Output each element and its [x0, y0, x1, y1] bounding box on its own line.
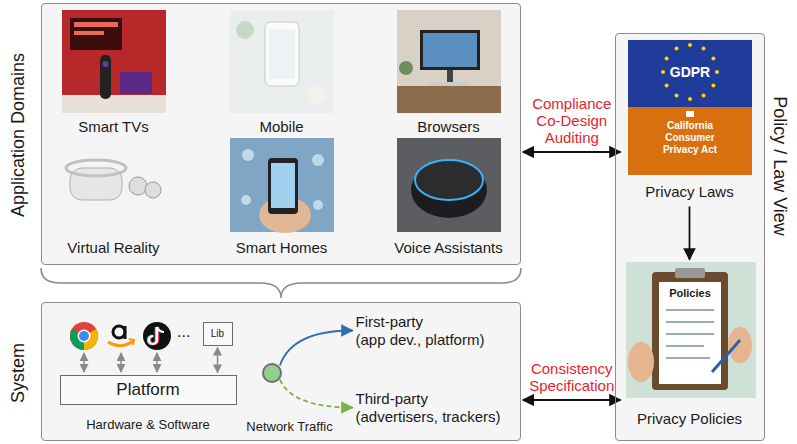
- domain-tile: Voice Assistants: [389, 138, 509, 260]
- party-detail: (app dev., platform): [356, 331, 485, 349]
- caption: Virtual Reality: [54, 239, 174, 257]
- party-detail: (advertisers, trackers): [356, 408, 501, 426]
- image-text: Policies: [659, 287, 721, 300]
- connector-label: Consistency Specification: [526, 360, 618, 394]
- privacy-policy-image: [626, 262, 756, 398]
- party-heading: First-party: [356, 313, 485, 331]
- connector-arrow: [523, 151, 621, 153]
- party-text: First-party(app dev., platform): [356, 313, 485, 349]
- smart-home-photo: [230, 138, 334, 233]
- domain-tile: Smart TVs: [54, 10, 174, 138]
- box-label: Lib: [211, 328, 224, 339]
- domain-tile: Mobile: [222, 10, 342, 138]
- image-text: California Consumer Privacy Act: [648, 120, 732, 156]
- connector-arrow: [689, 207, 691, 260]
- layer-caption: Hardware & Software: [58, 417, 238, 433]
- domain-tile: Browsers: [389, 10, 509, 138]
- party-text: Third-party(advertisers, trackers): [356, 390, 501, 426]
- panel-fill: [41, 3, 765, 441]
- chrome-icon: [70, 322, 98, 350]
- domain-tile: Virtual Reality: [54, 138, 174, 260]
- domain-panel: Application DomainsSmart TVsMobileBrowse…: [41, 3, 521, 265]
- tiktok-icon: [143, 322, 171, 350]
- caption: Privacy Policies: [623, 410, 757, 428]
- panel-heading: System: [8, 343, 28, 403]
- image-text: GDPR: [640, 64, 740, 80]
- platform-box: Platform: [60, 375, 237, 405]
- caption: Smart TVs: [54, 118, 174, 136]
- policy-panel: Policy / Law ViewPrivacy LawsPrivacy Pol…: [615, 33, 765, 441]
- amazon-icon: [108, 326, 134, 346]
- panel-heading: Application Domains: [8, 53, 28, 217]
- connector-arrow: [280, 380, 353, 408]
- domain-tile: Smart Homes: [222, 138, 342, 260]
- traffic-node: Network Traffic: [262, 363, 282, 383]
- caption: Browsers: [389, 118, 509, 136]
- caption: Mobile: [222, 118, 342, 136]
- connector-arrow: [523, 399, 621, 401]
- library-box: Lib: [203, 322, 233, 346]
- smart-tv-photo: [62, 10, 166, 113]
- mobile-photo: [230, 10, 334, 113]
- voice-assistant-photo: [397, 138, 501, 232]
- panel-heading: Policy / Law View: [770, 96, 790, 236]
- node-caption: Network Traffic: [246, 419, 332, 435]
- connector-arrow: [280, 331, 353, 366]
- connector-arrow: [217, 348, 219, 373]
- party-heading: Third-party: [356, 390, 501, 408]
- connector-label: Compliance Co-Design Auditing: [526, 95, 618, 146]
- box-label: Platform: [116, 380, 179, 400]
- caption: Voice Assistants: [389, 239, 509, 257]
- gdpr-ccpa-image: [628, 40, 752, 175]
- vr-headset-photo: [62, 138, 166, 232]
- ellipsis: ...: [177, 323, 190, 341]
- icon-platform-arrows: [84, 353, 157, 372]
- browser-photo: [397, 10, 501, 113]
- caption: Smart Homes: [222, 239, 342, 257]
- caption: Privacy Laws: [623, 183, 757, 201]
- brace: [41, 268, 521, 298]
